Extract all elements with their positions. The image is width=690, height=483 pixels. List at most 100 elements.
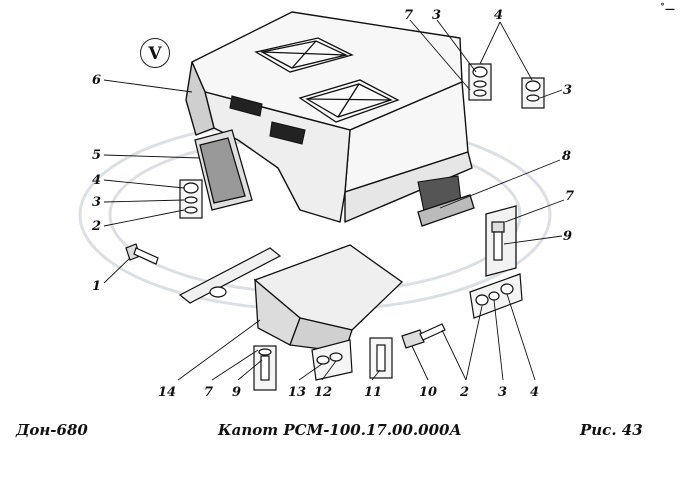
washer-3-br (488, 291, 500, 301)
hood-lower-skirt (344, 151, 473, 223)
leader-3bottom (493, 299, 504, 381)
bolt-11 (369, 337, 393, 379)
leader-lines (103, 19, 565, 381)
leader-2b-a (441, 329, 467, 381)
leader-12 (321, 360, 337, 381)
callout-3-bottom: 3 (498, 385, 507, 400)
callout-14: 14 (158, 385, 176, 400)
leader-4a (103, 179, 185, 189)
nut-12 (329, 352, 343, 362)
hatch-front (298, 79, 400, 123)
bolt-1-shank (133, 247, 159, 265)
fastener-13-12 (311, 339, 353, 381)
footer-assembly-title: Капот РСМ-100.17.00.000А (218, 421, 462, 439)
nut-top-right (525, 80, 541, 92)
leader-11 (371, 369, 381, 381)
washer-top-left (473, 80, 487, 88)
bolt-10-head (401, 329, 425, 349)
callouts: 6 5 4 3 2 1 7 3 4 3 8 7 9 14 7 9 13 12 1… (91, 3, 675, 400)
washer-left (184, 196, 198, 204)
bolt-10-shank (419, 323, 446, 341)
callout-3-top: 3 (432, 8, 441, 23)
leader-4top-b (499, 21, 533, 81)
opening-b (269, 121, 306, 145)
nut-top-left (472, 66, 488, 78)
opening-a (229, 95, 263, 117)
callout-13: 13 (288, 385, 306, 400)
callout-4-bottom: 4 (530, 385, 539, 400)
callout-3-left: 3 (92, 195, 101, 210)
washer-top-right (526, 94, 540, 102)
leader-7bottom (211, 349, 259, 381)
callout-1: 1 (92, 279, 101, 294)
leader-1 (103, 257, 131, 284)
leader-9bottom (237, 359, 263, 381)
nut-4-br (500, 283, 514, 295)
hatch-rear-cross-b (291, 40, 317, 69)
leader-9right (503, 235, 563, 245)
leader-4bottom (506, 293, 536, 381)
fastener-stack-top-left (468, 63, 492, 101)
leader-6 (103, 79, 193, 93)
callout-12: 12 (314, 385, 332, 400)
callout-8: 8 (562, 149, 571, 164)
hatch-front-cross-b (337, 83, 360, 118)
hood-hatches (254, 37, 400, 123)
side-panel-5 (194, 129, 253, 211)
hinge-bar-pin (209, 286, 227, 298)
leader-8 (439, 159, 561, 209)
callout-4-left: 4 (92, 173, 101, 188)
washer-2-br (475, 294, 489, 306)
fasteners (125, 63, 545, 391)
hinge-bar (178, 247, 282, 304)
bolt-9-right (491, 221, 505, 261)
fastener-stack-left (179, 179, 203, 219)
washer-left-2 (184, 206, 198, 214)
callout-5: 5 (92, 148, 101, 163)
bolt-9-bottom (253, 345, 277, 391)
hood-front-face (204, 91, 351, 223)
side-panel-inset (199, 137, 246, 204)
leader-2a (103, 209, 185, 227)
leader-7top (409, 19, 471, 91)
leader-13 (298, 363, 323, 381)
leader-7right (504, 199, 565, 223)
bracket-plate (417, 194, 475, 227)
bolt-1 (125, 243, 159, 265)
callout-6: 6 (92, 73, 101, 88)
bolt-9-head (491, 221, 505, 233)
bolt-9-bottom-shank (260, 355, 270, 381)
leader-3right (539, 89, 563, 99)
leader-3top (436, 19, 477, 73)
leader-3a (103, 199, 185, 203)
leader-10 (411, 345, 429, 381)
leader-2b-b (465, 305, 483, 381)
callout-7-top: 7 (404, 8, 413, 23)
callout-2-left: 2 (91, 219, 101, 234)
callout-11: 11 (364, 385, 382, 400)
washer-top-left-2 (473, 89, 487, 97)
washer-9-bottom (258, 348, 272, 356)
bolt-11-shank (376, 344, 386, 372)
callout-9-bottom: 9 (232, 385, 241, 400)
callout-7-bottom: 7 (204, 385, 213, 400)
leader-5 (103, 154, 201, 159)
callout-4-top: 4 (494, 8, 503, 23)
bolt-9-shank (493, 231, 503, 261)
callout-3-right: 3 (563, 83, 572, 98)
callout-9-right: 9 (563, 229, 572, 244)
callout-7-right: 7 (565, 189, 574, 204)
footer-machine-code: Дон-680 (16, 421, 88, 439)
fastener-stack-top-right (521, 77, 545, 109)
leader-14 (177, 319, 261, 381)
fastener-stack-bottom-right (469, 273, 523, 319)
view-marker-circle: V (140, 38, 170, 68)
bolt-10 (401, 323, 446, 349)
hinge-bar-body (178, 247, 282, 304)
footer-figure-number: Рис. 43 (580, 421, 643, 439)
corner-mark: ˚— (660, 3, 675, 15)
hatch-rear-cross-a (261, 51, 347, 56)
callout-2-bottom: 2 (459, 385, 469, 400)
hood-left-flange (185, 61, 215, 136)
